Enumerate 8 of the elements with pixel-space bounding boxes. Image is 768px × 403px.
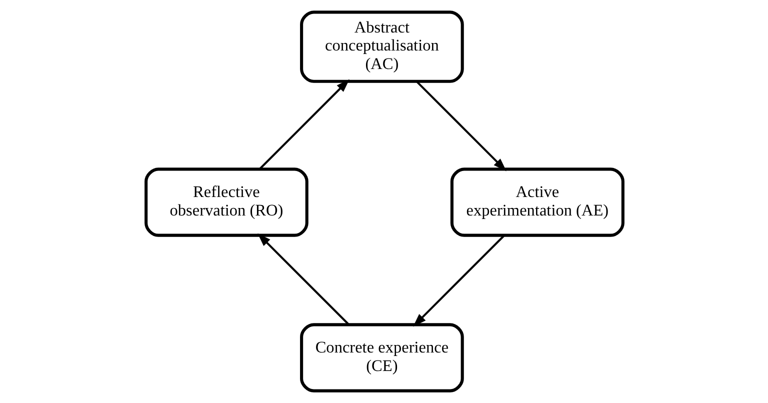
arrow	[416, 80, 506, 172]
arrow	[257, 233, 349, 326]
node-box: Reflective observation (RO)	[144, 168, 308, 237]
node-box: Active experimentation (AE)	[450, 168, 624, 237]
arrow	[412, 234, 504, 327]
node-box: Abstract conceptualisation (AC)	[300, 10, 464, 83]
node-box: Concrete experience (CE)	[300, 323, 464, 392]
arrow	[258, 79, 349, 170]
